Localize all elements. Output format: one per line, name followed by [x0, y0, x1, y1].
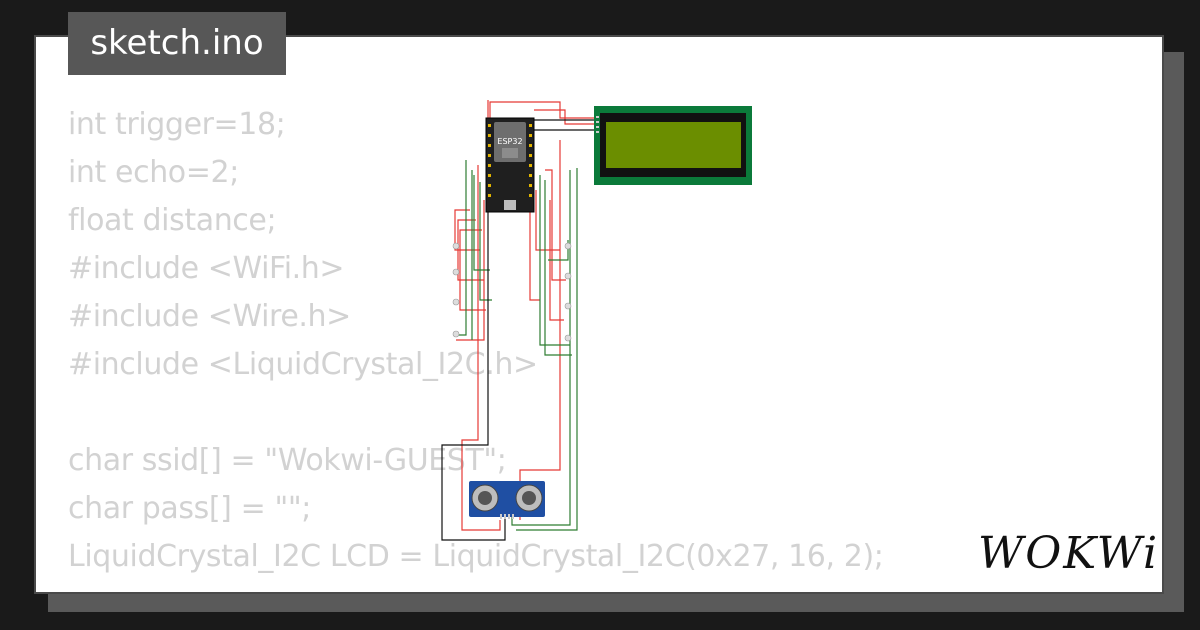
wire-red [456, 200, 485, 341]
code-line: #include <WiFi.h> [68, 251, 345, 286]
wire-red [459, 229, 486, 311]
code-line: int echo=2; [68, 155, 239, 190]
lcd-display[interactable] [594, 106, 752, 185]
code-line: LiquidCrystal_I2C LCD = LiquidCrystal_I2… [68, 539, 884, 574]
wire-red [457, 219, 484, 281]
wire-green [458, 160, 473, 340]
code-line: char ssid[] = "Wokwi-GUEST"; [68, 443, 507, 478]
wire-red [489, 101, 600, 120]
esp32-board[interactable]: ESP32 [485, 117, 535, 213]
wire-red [454, 209, 480, 251]
wire-red [545, 169, 566, 321]
code-line: #include <LiquidCrystal_I2C.h> [68, 347, 538, 382]
wire-black [441, 200, 506, 541]
wire-green [539, 175, 572, 356]
code-line: float distance; [68, 203, 277, 238]
board-label: ESP32 [497, 137, 522, 146]
wire-black [534, 119, 600, 131]
file-tab[interactable]: sketch.ino [68, 12, 286, 75]
ultrasonic-sensor[interactable] [469, 481, 545, 519]
code-line: char pass[] = ""; [68, 491, 311, 526]
code-line: #include <Wire.h> [68, 299, 351, 334]
wire-green [511, 170, 571, 526]
led-components[interactable] [452, 242, 572, 342]
wokwi-logo: WOKWi [978, 528, 1160, 579]
wire-green [516, 168, 578, 531]
wire-red [461, 165, 501, 531]
code-preview: int trigger=18; int echo=2; float distan… [68, 101, 884, 581]
code-line: int trigger=18; [68, 107, 286, 142]
